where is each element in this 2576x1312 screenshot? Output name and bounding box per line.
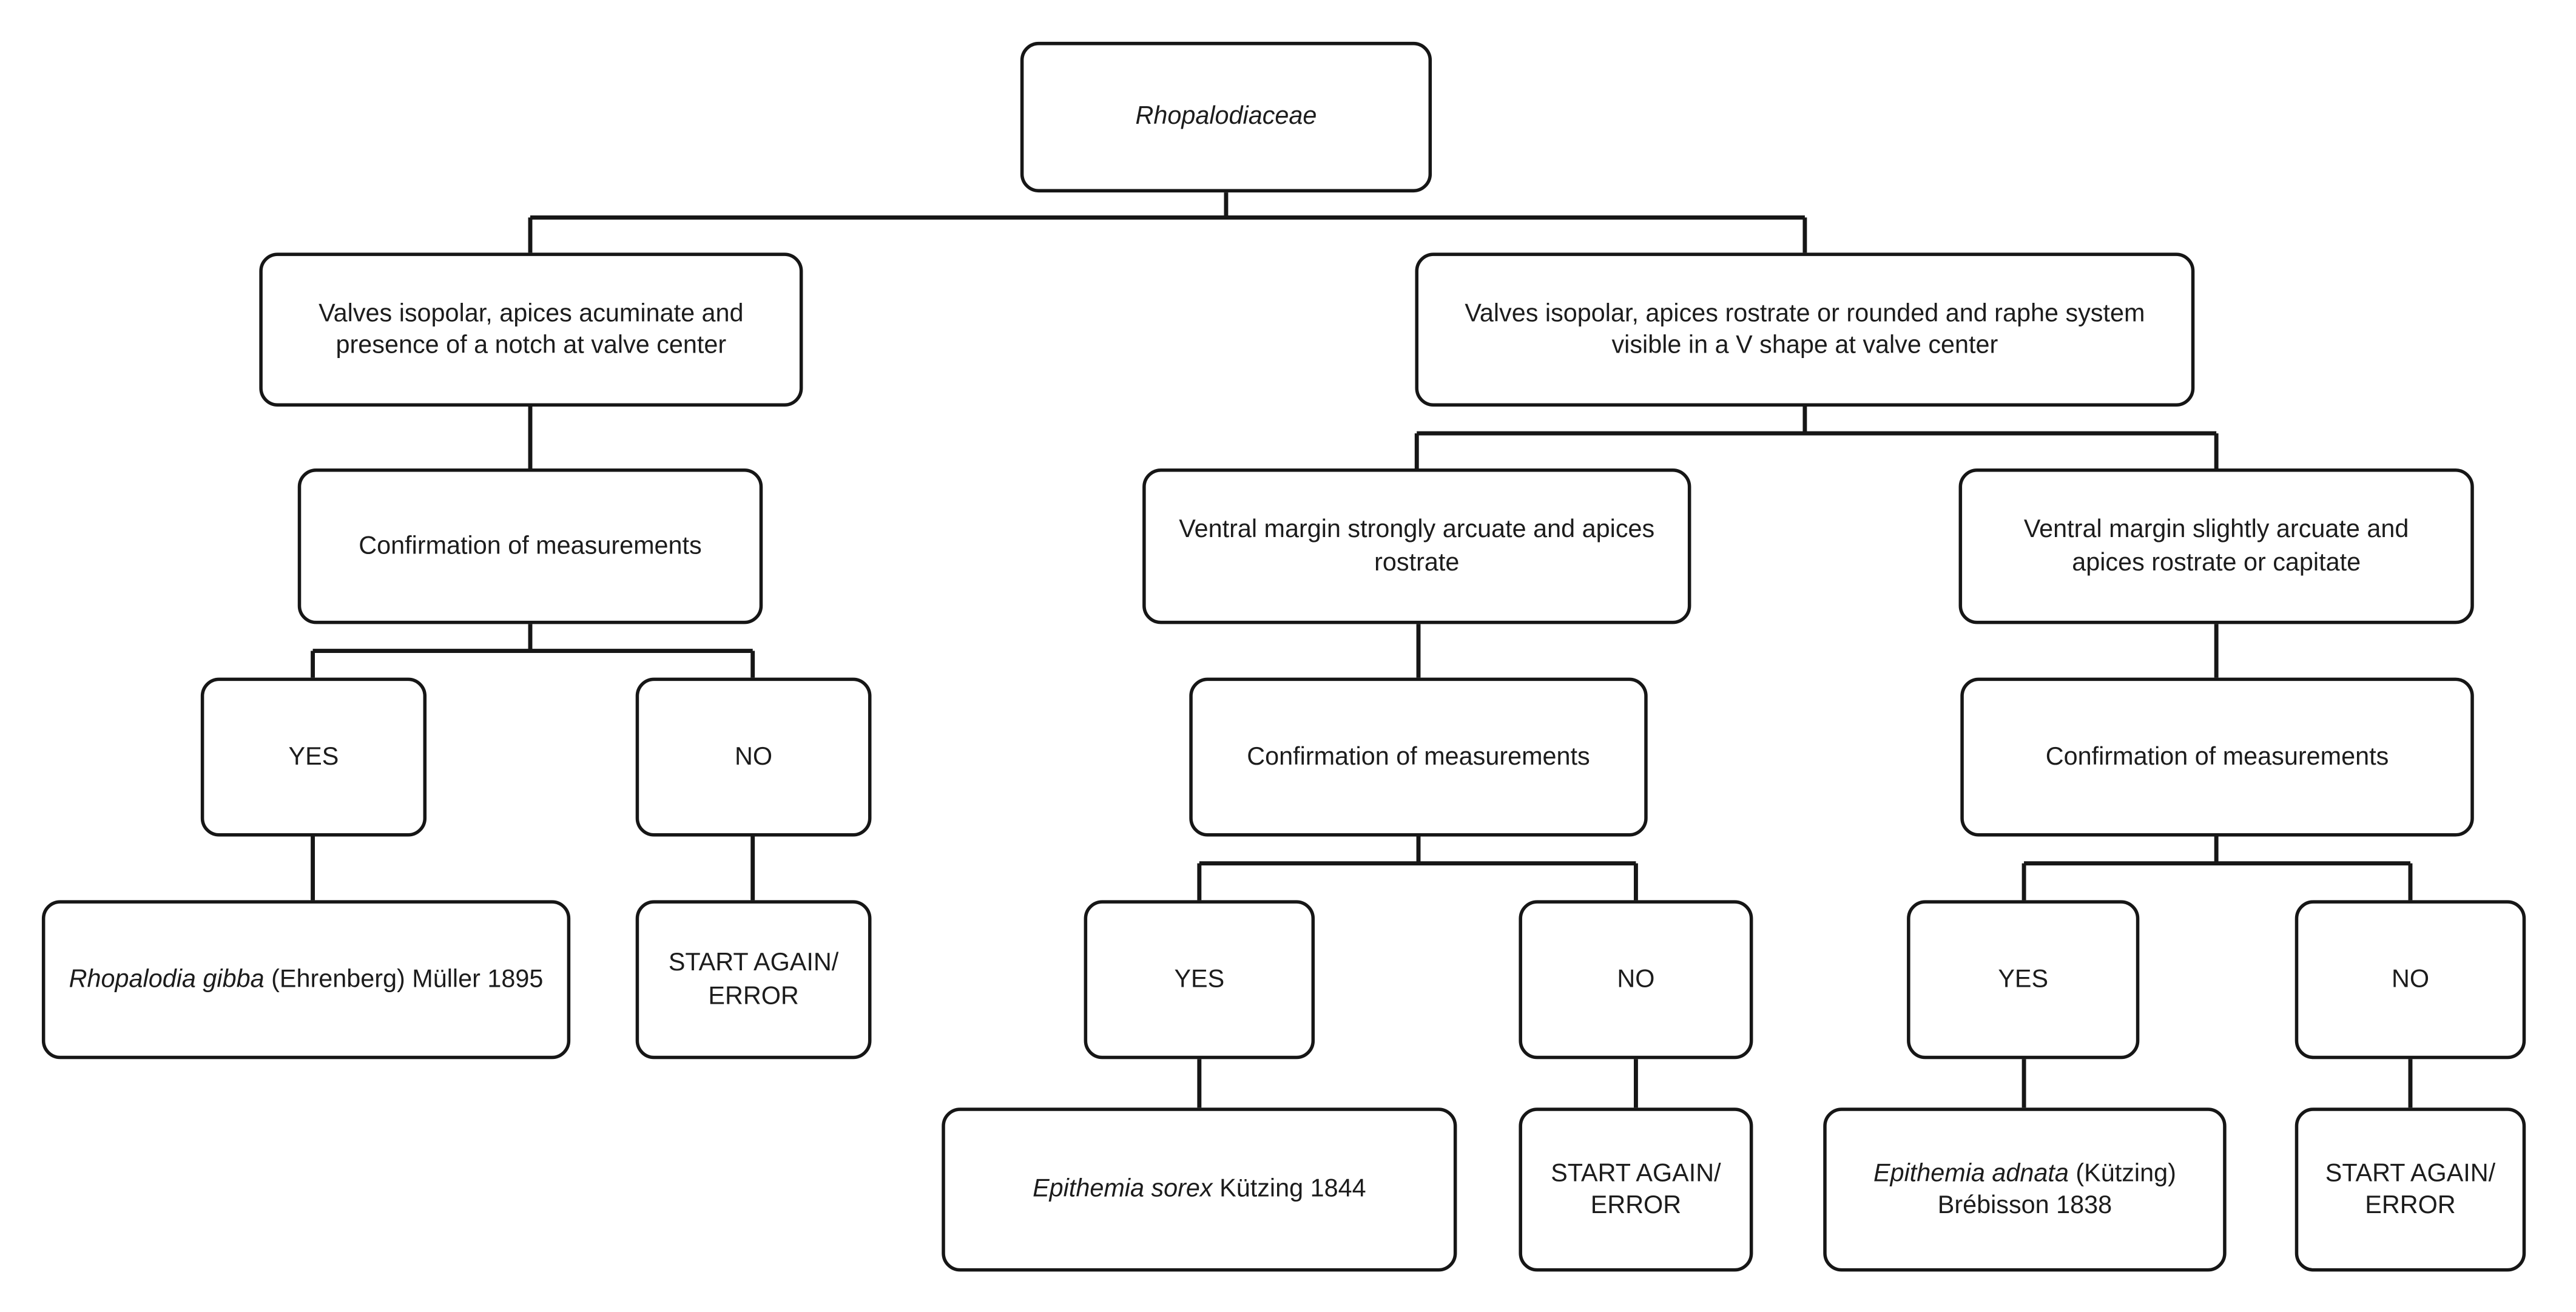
species-authority: Kützing 1844: [1219, 1175, 1366, 1204]
connector-path: [311, 192, 2413, 1108]
no-label: NO: [735, 742, 773, 771]
yes-node-right: YES: [1907, 900, 2140, 1060]
error-node-left: START AGAIN/ ERROR: [635, 900, 872, 1060]
criterion-node-left: Valves isopolar, apices acuminate and pr…: [259, 252, 803, 407]
yes-node-left: YES: [200, 677, 427, 837]
criterion-text: Ventral margin slightly arcuate and apic…: [2023, 515, 2409, 577]
result-node-epithemia-sorex: Epithemia sorex Kützing 1844: [942, 1107, 1457, 1272]
confirmation-text: Confirmation of measurements: [359, 532, 702, 560]
criterion-text: Valves isopolar, apices acuminate and pr…: [319, 299, 744, 360]
no-node-middle: NO: [1519, 900, 1753, 1060]
yes-node-middle: YES: [1084, 900, 1315, 1060]
species-authority: (Kützing) Brébisson 1838: [1937, 1158, 2176, 1220]
error-node-right: START AGAIN/ ERROR: [2294, 1107, 2526, 1272]
family-name: Rhopalodiaceae: [1135, 102, 1317, 131]
no-node-right: NO: [2294, 900, 2526, 1060]
yes-label: YES: [288, 742, 339, 771]
confirmation-text: Confirmation of measurements: [1247, 742, 1590, 771]
error-line: START AGAIN/: [2325, 1158, 2496, 1188]
error-line: ERROR: [1590, 1191, 1682, 1220]
criterion-text: Valves isopolar, apices rostrate or roun…: [1465, 299, 2145, 360]
criterion-node-right: Valves isopolar, apices rostrate or roun…: [1415, 252, 2195, 407]
no-label: NO: [2391, 965, 2429, 994]
result-node-rhopalodia-gibba: Rhopalodia gibba (Ehrenberg) Müller 1895: [41, 900, 571, 1060]
yes-label: YES: [1174, 965, 1225, 994]
yes-label: YES: [1998, 965, 2049, 994]
no-node-left: NO: [635, 677, 872, 837]
confirmation-node-right: Confirmation of measurements: [1960, 677, 2474, 837]
error-line: START AGAIN/: [668, 948, 839, 978]
criterion-text: Ventral margin strongly arcuate and apic…: [1179, 515, 1655, 577]
criterion-node-strongly-arcuate: Ventral margin strongly arcuate and apic…: [1142, 468, 1691, 624]
result-node-epithemia-adnata: Epithemia adnata (Kützing) Brébisson 183…: [1823, 1107, 2227, 1272]
error-node-middle: START AGAIN/ ERROR: [1519, 1107, 1753, 1272]
species-name: Epithemia adnata: [1873, 1158, 2069, 1188]
species-authority: (Ehrenberg) Müller 1895: [271, 965, 544, 994]
confirmation-text: Confirmation of measurements: [2045, 742, 2389, 771]
confirmation-node-left: Confirmation of measurements: [297, 468, 763, 624]
error-line: ERROR: [2365, 1191, 2456, 1220]
criterion-node-slightly-arcuate: Ventral margin slightly arcuate and apic…: [1958, 468, 2474, 624]
confirmation-node-middle: Confirmation of measurements: [1189, 677, 1648, 837]
no-label: NO: [1617, 965, 1655, 994]
error-line: START AGAIN/: [1551, 1158, 1721, 1188]
root-node-family: Rhopalodiaceae: [1020, 41, 1432, 193]
species-name: Rhopalodia gibba: [69, 965, 265, 994]
species-name: Epithemia sorex: [1033, 1175, 1213, 1204]
error-line: ERROR: [708, 981, 799, 1010]
